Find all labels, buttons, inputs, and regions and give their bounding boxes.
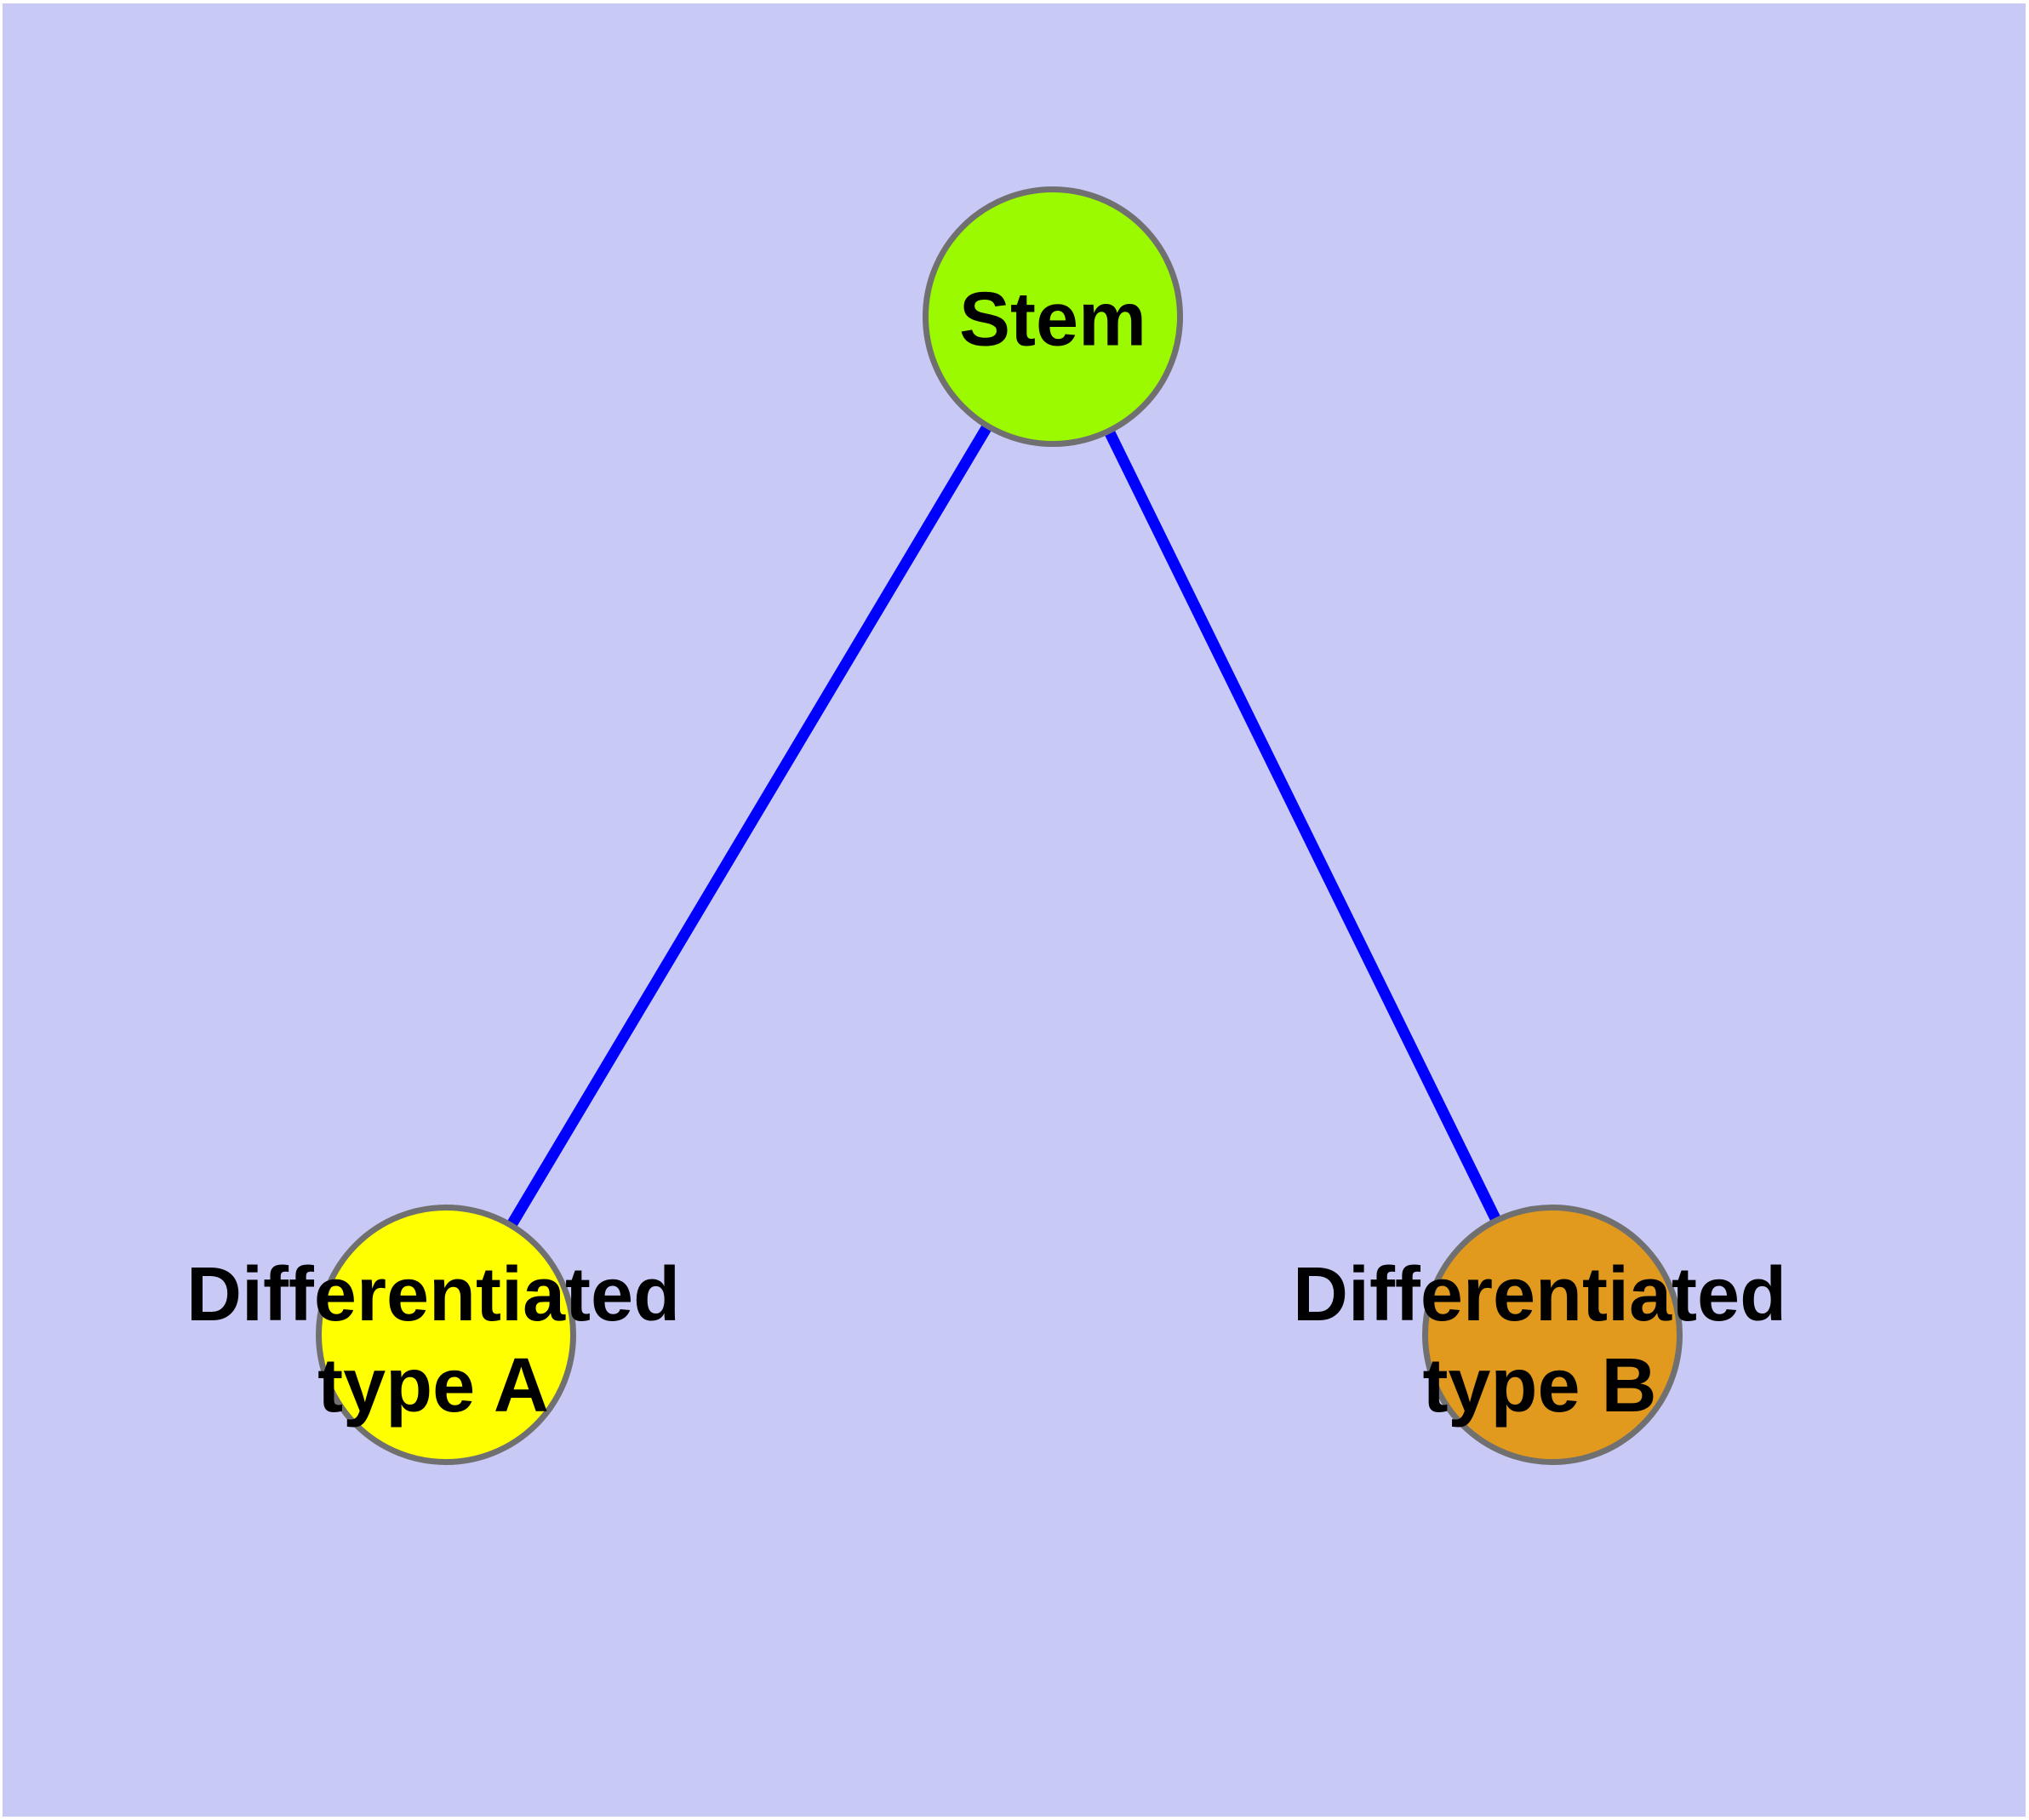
node-stem-circle	[923, 186, 1183, 447]
node-differentiated-type-a-label: Differentiated type A	[186, 1252, 681, 1428]
diagram-canvas: Stem Differentiated type A Differentiate…	[3, 3, 2026, 1817]
edges-layer	[441, 313, 1557, 1338]
node-differentiated-type-b-circle	[1422, 1205, 1683, 1465]
node-differentiated-type-a-circle	[316, 1205, 576, 1465]
edge-stem-to-type-b	[1048, 314, 1557, 1337]
node-differentiated-type-b-label: Differentiated type B	[1292, 1252, 1787, 1428]
node-stem-label: Stem	[958, 277, 1147, 363]
edge-stem-to-type-a	[441, 313, 1058, 1338]
